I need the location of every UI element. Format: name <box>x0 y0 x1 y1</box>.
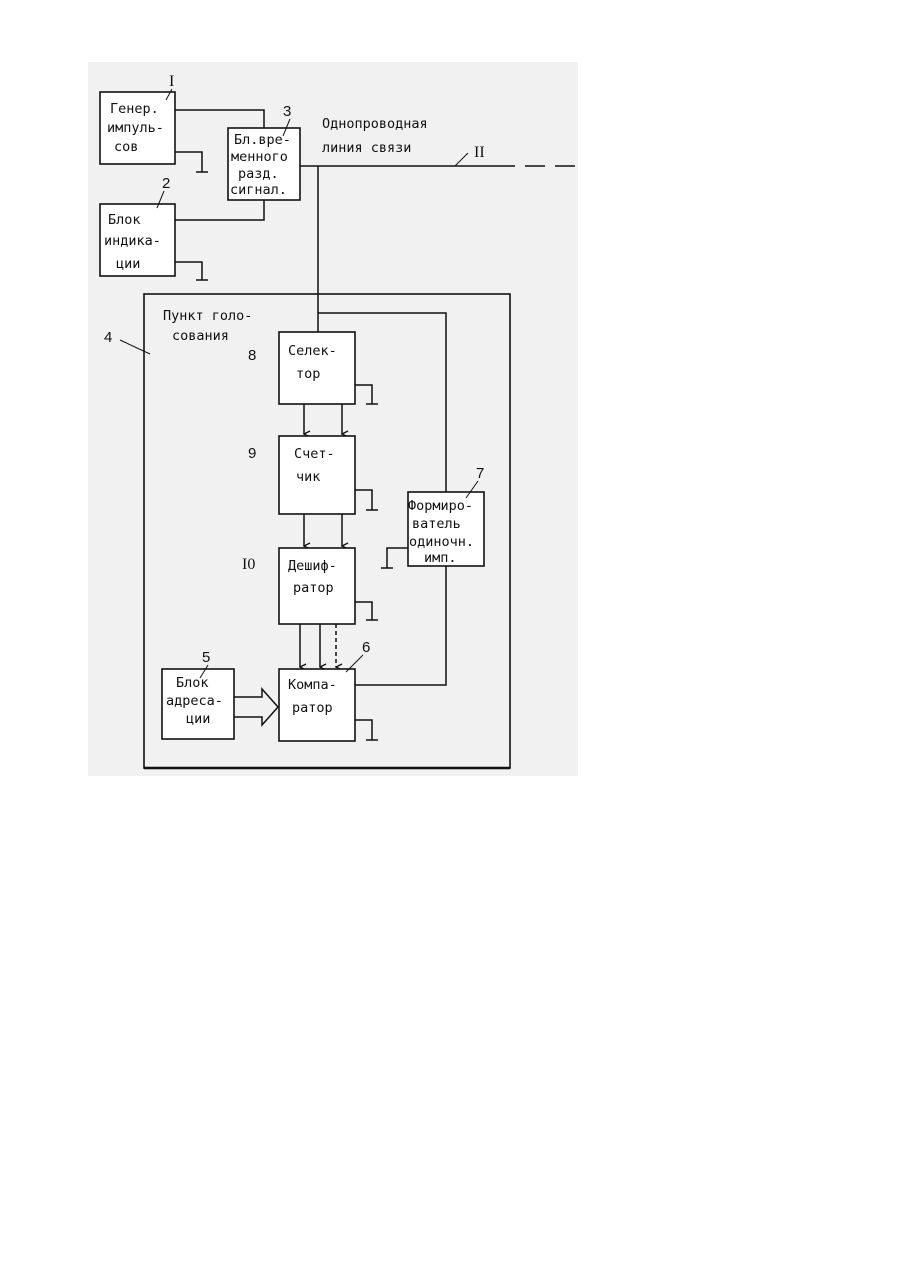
svg-text:Формиро-: Формиро- <box>408 498 473 514</box>
svg-text:линия связи: линия связи <box>322 140 411 156</box>
ref-num-1: I <box>169 73 174 90</box>
svg-text:сов: сов <box>114 139 138 155</box>
svg-text:адреса-: адреса- <box>166 693 223 709</box>
connections <box>175 110 575 725</box>
svg-text:Однопроводная: Однопроводная <box>322 116 428 132</box>
svg-text:ватель: ватель <box>412 516 461 532</box>
svg-text:сования: сования <box>172 328 229 344</box>
svg-text:Блок: Блок <box>108 212 141 228</box>
svg-text:чик: чик <box>296 469 320 485</box>
ref-num-8: 8 <box>248 347 256 364</box>
ref-num-5: 5 <box>202 649 210 666</box>
ground-comp <box>355 720 378 740</box>
block-single-pulse-former: Формиро- ватель одиночн. имп. <box>408 492 484 566</box>
svg-text:имп.: имп. <box>424 550 457 566</box>
svg-text:Компа-: Компа- <box>288 677 337 693</box>
svg-text:Блок: Блок <box>176 675 209 691</box>
block-indication: Блок индика- ции <box>100 204 175 276</box>
svg-text:Пункт голо-: Пункт голо- <box>163 308 252 324</box>
svg-text:Селек-: Селек- <box>288 343 337 359</box>
ground-cnt <box>355 490 378 510</box>
ref-num-9: 9 <box>248 445 256 462</box>
line-label: Однопроводная линия связи <box>322 116 428 156</box>
svg-text:разд.: разд. <box>238 166 279 182</box>
svg-text:ции: ции <box>116 256 140 272</box>
block-selector: Селек- тор <box>279 332 355 404</box>
svg-text:сигнал.: сигнал. <box>230 182 287 198</box>
ref-num-4: 4 <box>104 329 112 346</box>
ground-dec <box>355 602 378 620</box>
svg-text:Счет-: Счет- <box>294 446 335 462</box>
svg-text:Генер.: Генер. <box>110 101 159 117</box>
svg-text:Бл.вре-: Бл.вре- <box>234 132 291 148</box>
block-time-separation: Бл.вре- менного разд. сигнал. <box>228 128 300 200</box>
svg-text:ции: ции <box>186 711 210 727</box>
svg-text:одиночн.: одиночн. <box>409 534 474 550</box>
ground-ind <box>175 262 208 280</box>
svg-text:менного: менного <box>231 149 288 165</box>
svg-text:тор: тор <box>296 366 320 382</box>
ref-num-6: 6 <box>362 639 370 656</box>
ref-num-3: 3 <box>283 103 291 120</box>
block-counter: Счет- чик <box>279 436 355 514</box>
svg-text:Дешиф-: Дешиф- <box>288 558 337 574</box>
ref-num-10: I0 <box>242 556 255 573</box>
block-decoder: Дешиф- ратор <box>279 548 355 624</box>
ref-num-2: 2 <box>162 175 170 192</box>
ref-num-7: 7 <box>476 465 484 482</box>
ground-gen <box>175 152 208 172</box>
svg-text:индика-: индика- <box>104 233 161 249</box>
block-addressing: Блок адреса- ции <box>162 669 234 739</box>
ground-sel <box>355 385 378 404</box>
svg-text:ратор: ратор <box>292 700 333 716</box>
ref-num-11: II <box>474 144 485 161</box>
block-comparator: Компа- ратор <box>279 669 355 741</box>
voting-point-title: Пункт голо- сования <box>163 308 252 344</box>
svg-text:ратор: ратор <box>293 580 334 596</box>
ground-former <box>381 548 408 568</box>
svg-text:импуль-: импуль- <box>107 120 164 136</box>
block-generator: Генер. импуль- сов <box>100 92 175 164</box>
